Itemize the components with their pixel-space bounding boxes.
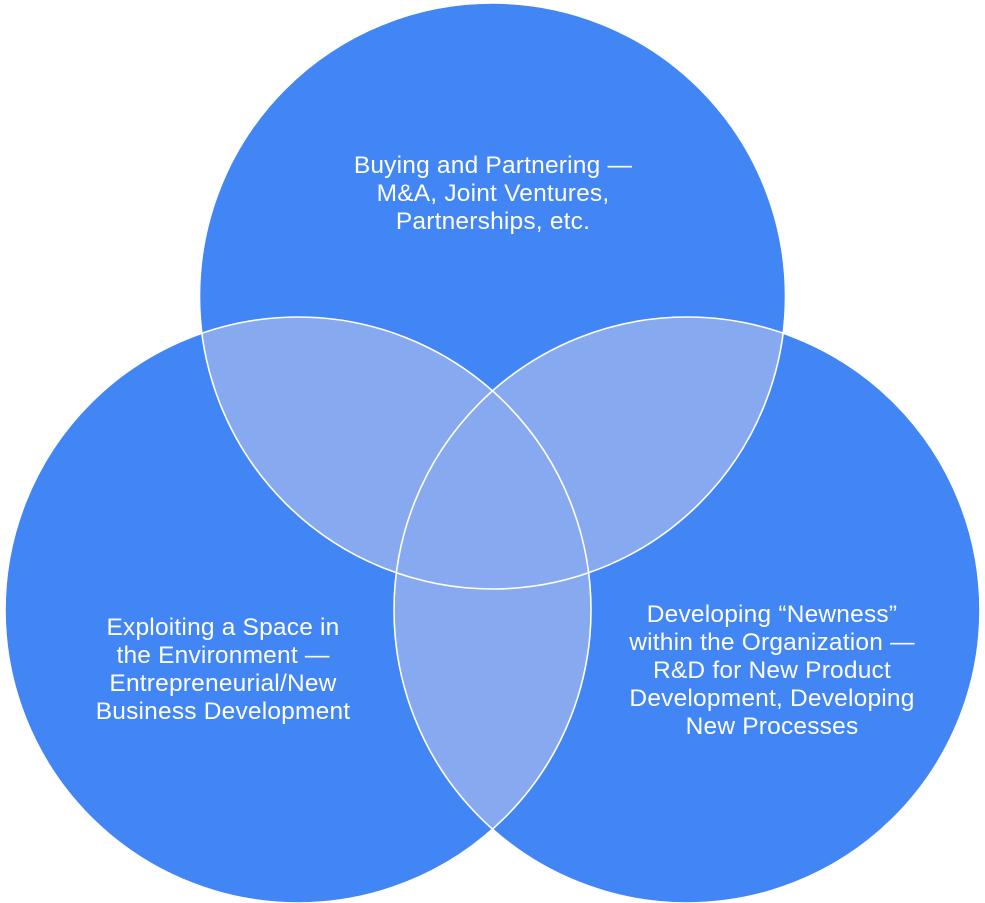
venn-outline-exploiting-space	[4, 316, 592, 903]
venn-outline-developing-newness	[393, 316, 981, 903]
venn-circle-outlines	[4, 2, 981, 903]
venn-overlap-left-right	[394, 317, 591, 903]
venn-outline-buying-partnering	[198, 2, 787, 590]
venn-overlap-regions	[199, 317, 786, 903]
